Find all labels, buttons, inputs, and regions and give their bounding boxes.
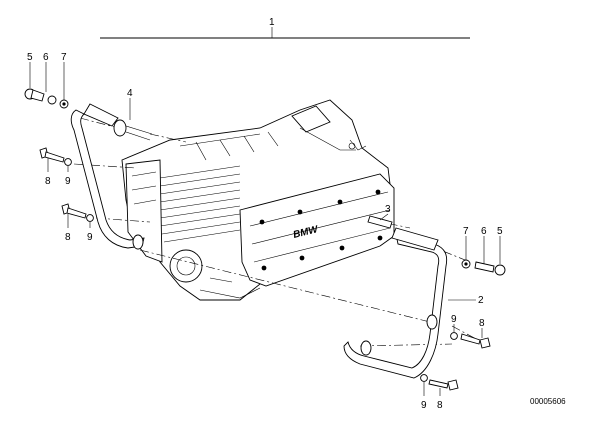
callout-9-mid-left: 9 [65, 176, 71, 187]
bolt-set-mid-right [450, 332, 491, 349]
callout-1: 1 [269, 17, 275, 28]
bolt-set-lower-right [420, 374, 459, 391]
callout-9-lower-left: 9 [87, 232, 93, 243]
callout-9-lower-right: 9 [421, 400, 427, 411]
bolt-set-upper-left [24, 88, 69, 109]
callout-9-mid-right: 9 [451, 314, 457, 325]
callout-6-upper-left: 6 [43, 52, 49, 63]
right-crash-bar [343, 215, 448, 379]
round-engine-cover [169, 249, 203, 283]
callout-5-upper-right: 5 [497, 226, 503, 237]
callout-leaders [29, 62, 501, 396]
callout-3: 3 [385, 204, 391, 215]
rubber-bush-4 [113, 119, 127, 137]
callout-4: 4 [127, 88, 133, 99]
cylinder-fins [159, 165, 241, 243]
callout-7-upper-left: 7 [61, 52, 67, 63]
callout-8-mid-left: 8 [45, 176, 51, 187]
callout-8-mid-right: 8 [479, 318, 485, 329]
bolt-set-upper-right [461, 259, 506, 276]
bolt-set-lower-left [61, 203, 94, 222]
valve-cover [239, 173, 395, 287]
callout-6-upper-right: 6 [481, 226, 487, 237]
callout-7-upper-right: 7 [463, 226, 469, 237]
left-crash-bar [70, 103, 153, 250]
callout-2: 2 [478, 295, 484, 306]
bolt-set-mid-left [39, 147, 72, 166]
document-number: 00005606 [530, 397, 566, 406]
engine-assembly: BMW [121, 99, 395, 301]
callout-labels: 1 2 3 4 5 6 7 8 9 8 9 7 6 5 9 8 9 8 [27, 17, 503, 411]
callout-8-lower-right: 8 [437, 400, 443, 411]
callout-8-lower-left: 8 [65, 232, 71, 243]
callout-5-upper-left: 5 [27, 52, 33, 63]
